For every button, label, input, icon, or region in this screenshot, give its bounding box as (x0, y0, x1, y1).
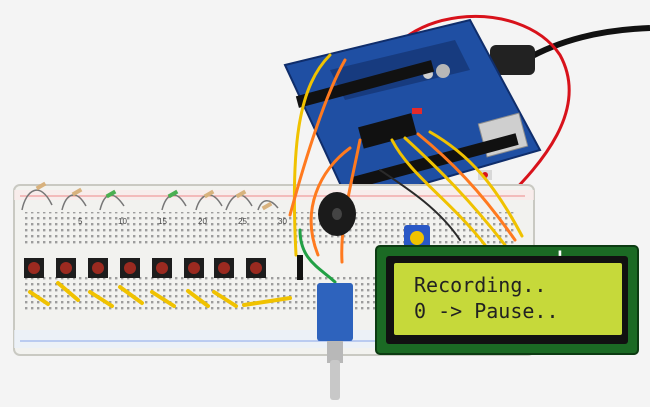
push-button (214, 258, 234, 278)
lcd-screen (394, 263, 622, 335)
col-num-20: 20 (198, 217, 207, 226)
push-button (56, 258, 76, 278)
header-pins-bottom (351, 133, 519, 189)
jumper-wires (288, 53, 524, 284)
lcd-pcb-mark: ▮ (558, 250, 562, 257)
dc-jack (490, 45, 535, 75)
push-button (152, 258, 172, 278)
col-num-30: 30 (278, 217, 287, 226)
push-button (88, 258, 108, 278)
arduino-board (283, 18, 542, 207)
buzzer (318, 192, 356, 236)
header-pins-top (295, 60, 435, 108)
push-button (246, 258, 266, 278)
power-rail-top (14, 190, 534, 200)
lcd-module: ▮ Recording.. 0 -> Pause.. (375, 245, 639, 355)
toggle-switch (317, 283, 353, 400)
power-cable (523, 25, 650, 63)
mcu-chip (358, 113, 417, 149)
yellow-jumpers (28, 281, 292, 308)
push-button (120, 258, 140, 278)
col-num-25: 25 (238, 217, 247, 226)
col-num-15: 15 (158, 217, 167, 226)
col-num-10: 10 (118, 217, 127, 226)
lcd-line-1: Recording.. (414, 273, 546, 297)
resistor-bodies (35, 181, 273, 211)
col-num-5: 5 (78, 217, 83, 226)
push-button (184, 258, 204, 278)
push-buttons (24, 258, 266, 278)
capacitor (436, 64, 450, 78)
push-button (24, 258, 44, 278)
lcd-line-2: 0 -> Pause.. (414, 299, 559, 323)
potentiometer (404, 225, 430, 251)
status-led (412, 108, 422, 114)
